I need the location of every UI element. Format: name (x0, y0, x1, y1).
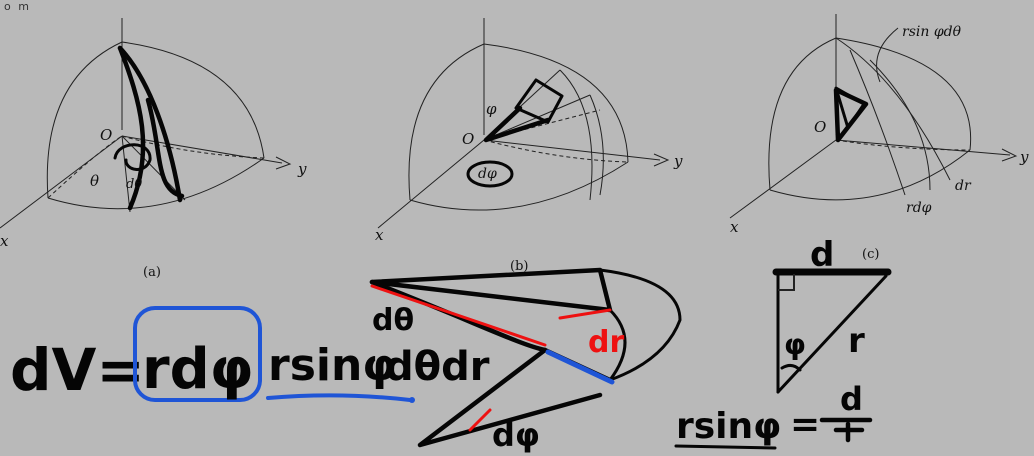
y-arrow-b (653, 153, 670, 167)
label-origin-b: O (462, 130, 474, 148)
meridian-c2 (849, 49, 906, 196)
bottom-eq-equals: = (790, 404, 820, 445)
bottom-eq-lhs: rsinφ (676, 406, 781, 447)
sphere-arc-left-c (768, 37, 837, 191)
meridian-b (559, 69, 593, 201)
label-rdphi-c: rdφ (906, 200, 932, 216)
label-arc-c: rsin φdθ (902, 24, 962, 40)
bottom-eq-numerator: d (840, 380, 863, 418)
sketch-label-dphi: dφ (492, 416, 540, 454)
angle-arc (780, 363, 802, 372)
sphere-arc-bottom-a (47, 157, 265, 210)
label-x-b: x (375, 226, 384, 244)
label-y-b: y (673, 152, 683, 170)
sphere-arc-left-a (46, 41, 123, 199)
triangle-sketch: d φ r rsinφ = d (674, 235, 892, 450)
meridian-line-a2 (121, 135, 186, 201)
sphere-arc-right-a (121, 41, 265, 159)
sphere-arc-left-b (408, 43, 485, 201)
sphere-arc-bottom-b (409, 161, 629, 211)
label-origin-a: O (100, 126, 112, 144)
diagram-b: O φ dφ y x (b) (375, 18, 683, 274)
wedge-sketch: dθ dr dφ (369, 267, 682, 454)
formula-lhs: dV= (10, 336, 145, 404)
ink-circle-b (466, 160, 514, 188)
sphere-arc-right-b (483, 43, 629, 163)
ink-stroke-a1 (117, 45, 183, 203)
bottom-eq-scribble (833, 421, 865, 443)
ink-wedge-c2 (833, 87, 869, 143)
y-axis-b (483, 139, 661, 161)
formula-rest: dθdr (385, 344, 490, 390)
triangle-label-r: r (848, 321, 865, 361)
sketch-outer-arc (598, 268, 682, 382)
sketch-upper-wedge (369, 267, 613, 313)
sketch-upper-edge (369, 279, 548, 353)
label-x-a: x (0, 232, 9, 250)
diagram-a: O y x θ dθ (a) (0, 18, 307, 280)
ink-ray-b (483, 105, 551, 143)
dashed-guide-a (47, 135, 123, 199)
leader-arc-c (876, 27, 899, 83)
triangle-hypotenuse (776, 274, 888, 394)
caption-c: (c) (862, 247, 879, 262)
label-y-a: y (297, 160, 307, 178)
formula-boxed-term: rdφ (142, 337, 254, 402)
sketch-red-strokes (370, 284, 612, 432)
sketch-inner-arc (608, 308, 627, 382)
diagram-c: O rsin φdθ dr rdφ y x (c) (729, 14, 1029, 262)
label-y-c: y (1019, 148, 1029, 166)
ink-stroke-a3 (145, 97, 185, 199)
y-axis-a (121, 135, 283, 164)
dashed-ray-b (483, 109, 601, 141)
corner-text: o m (4, 0, 31, 13)
y-arrow-a (275, 156, 292, 170)
sketch-label-dtheta: dθ (372, 303, 414, 338)
meridian-b2 (589, 94, 604, 196)
ink-curl-a (113, 143, 152, 171)
sphere-arc-right-c (835, 37, 972, 151)
label-origin-c: O (814, 118, 826, 136)
x-axis-c (729, 139, 837, 219)
y-arrow-c (1001, 148, 1018, 162)
label-dr-c: dr (955, 178, 972, 194)
caption-a: (a) (143, 265, 161, 280)
formula-box (133, 306, 262, 402)
dashed-equator-a (121, 135, 265, 159)
dashed-equator-c (835, 139, 971, 151)
label-dphi-b: dφ (478, 166, 497, 182)
formula-underline (266, 393, 412, 402)
caption-b: (b) (510, 259, 528, 274)
sphere-arc-bottom-c (769, 149, 971, 201)
formula-underlined-term: rsinφ (268, 340, 397, 391)
handwritten-formula: dV= rdφ rsinφ dθdr (10, 306, 490, 404)
label-x-c: x (730, 218, 739, 236)
triangle-label-phi: φ (784, 328, 806, 361)
label-theta-a: θ (90, 172, 99, 190)
label-phi-b: φ (486, 100, 497, 118)
y-axis-c (835, 139, 1011, 156)
underline-dot (409, 397, 415, 403)
label-dtheta-a: dθ (126, 177, 142, 192)
sketch-label-dr: dr (588, 325, 624, 360)
sketch-blue-dr (545, 349, 615, 385)
triangle-label-d: d (810, 235, 834, 275)
ink-stroke-a2 (117, 45, 146, 211)
meridian-c1 (835, 37, 951, 181)
bottom-eq-underline (674, 444, 777, 450)
x-axis-b (377, 139, 485, 229)
meridian-c3 (869, 59, 931, 191)
right-angle-mark (778, 274, 795, 291)
ink-patch-b (514, 78, 564, 124)
dashed-equator-b (483, 139, 629, 163)
